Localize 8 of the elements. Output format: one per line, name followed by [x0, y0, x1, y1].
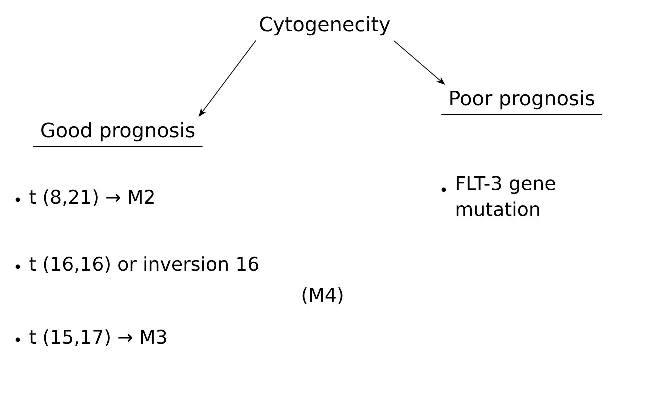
heading: Poor prognosis [441, 90, 603, 116]
bullet-item: t (15,17) → M3 [16, 330, 166, 346]
title-text: Cytogenecity [260, 16, 390, 36]
heading: Good prognosis [32, 122, 204, 148]
bullet-item: t (16,16) or inversion 16 [16, 256, 258, 274]
bullet-item: FLT-3 gene mutation [442, 176, 556, 216]
bullet-item: t (8,21) → M2 [16, 190, 154, 206]
note-text: (M4) [302, 288, 343, 304]
